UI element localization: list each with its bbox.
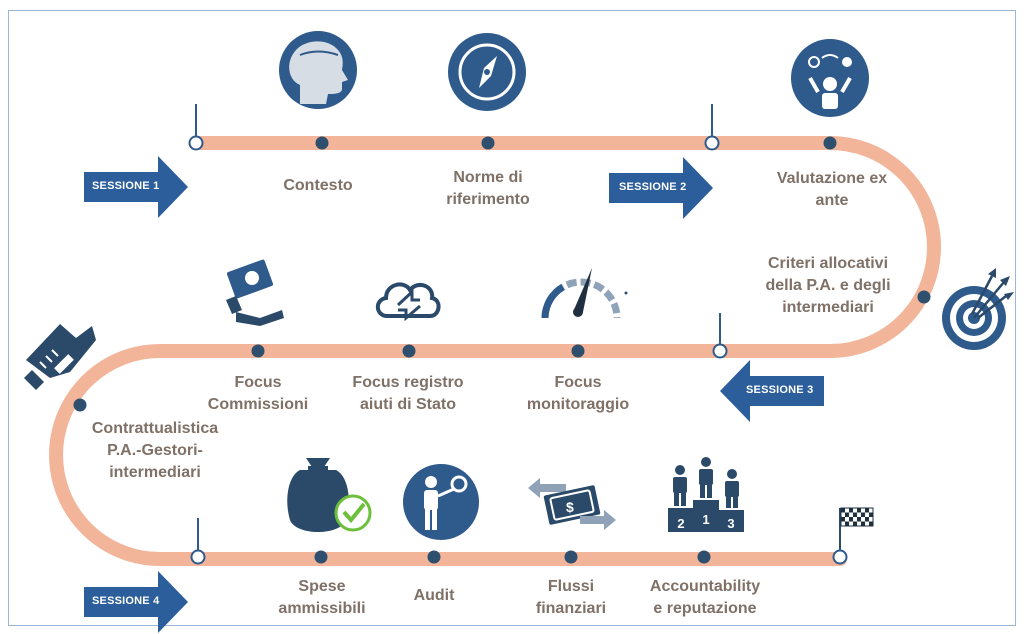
compass-icon [448,33,526,111]
podium-icon [668,457,744,532]
node-accountability [697,550,711,564]
cloud-sync-icon [375,282,441,322]
svg-text:$: $ [566,499,574,515]
diagram-frame [8,10,1016,626]
podium-third: 3 [727,516,734,531]
podium-first: 1 [702,512,709,527]
finish-flag-icon [839,507,874,548]
node-norme [481,136,495,150]
session-3-arrow: SESSIONE 3 [720,360,824,422]
node-spese [314,550,328,564]
session-2-label: SESSIONE 2 [619,181,687,193]
node-flussi [564,550,578,564]
podium-second: 2 [677,516,684,531]
node-criteri [917,290,931,304]
money-hand-icon [226,259,284,326]
label-spese: Spese ammissibili [278,578,366,617]
label-focus-registro: Focus registro aiuti di Stato [352,374,464,413]
node-contrattualistica [73,398,87,412]
target-arrows-icon [942,268,1014,350]
label-flussi: Flussi finanziari [535,578,607,617]
session-4-arrow: SESSIONE 4 [84,571,188,633]
session-marker-1 [188,104,204,151]
label-norme: Norme di riferimento [446,169,530,208]
node-contesto [315,136,329,150]
session-1-label: SESSIONE 1 [92,180,160,192]
person-idea-icon [791,39,869,117]
money-transfer-icon: $ [528,478,616,530]
node-registro [402,344,416,358]
session-4-label: SESSIONE 4 [92,595,160,607]
speedometer-icon [541,268,628,319]
session-3-label: SESSIONE 3 [746,384,814,396]
label-contrattualistica: Contrattualistica P.A.-Gestori- intermed… [91,420,219,481]
node-commissioni [251,344,265,358]
person-magnifier-icon [403,464,479,540]
session-2-arrow: SESSIONE 2 [609,157,713,219]
label-focus-commissioni: Focus Commissioni [207,374,309,413]
label-accountability: Accountability e reputazione [649,578,761,617]
handshake-icon [24,324,96,390]
head-profile-icon [279,31,357,109]
road-line [49,136,941,566]
node-valutazione [823,136,837,150]
session-1-arrow: SESSIONE 1 [84,156,188,218]
label-contesto: Contesto [283,177,353,194]
session-marker-2 [704,104,720,151]
session-marker-3 [712,313,728,359]
session-marker-4 [190,518,206,565]
label-audit: Audit [413,587,455,604]
node-audit [427,550,441,564]
money-bag-check-icon [287,458,372,532]
node-monitoraggio [571,344,585,358]
label-valutazione: Valutazione ex ante [776,170,888,209]
label-focus-monitoraggio: Focus monitoraggio [526,374,630,413]
label-criteri: Criteri allocativi della P.A. e degli in… [765,255,891,316]
